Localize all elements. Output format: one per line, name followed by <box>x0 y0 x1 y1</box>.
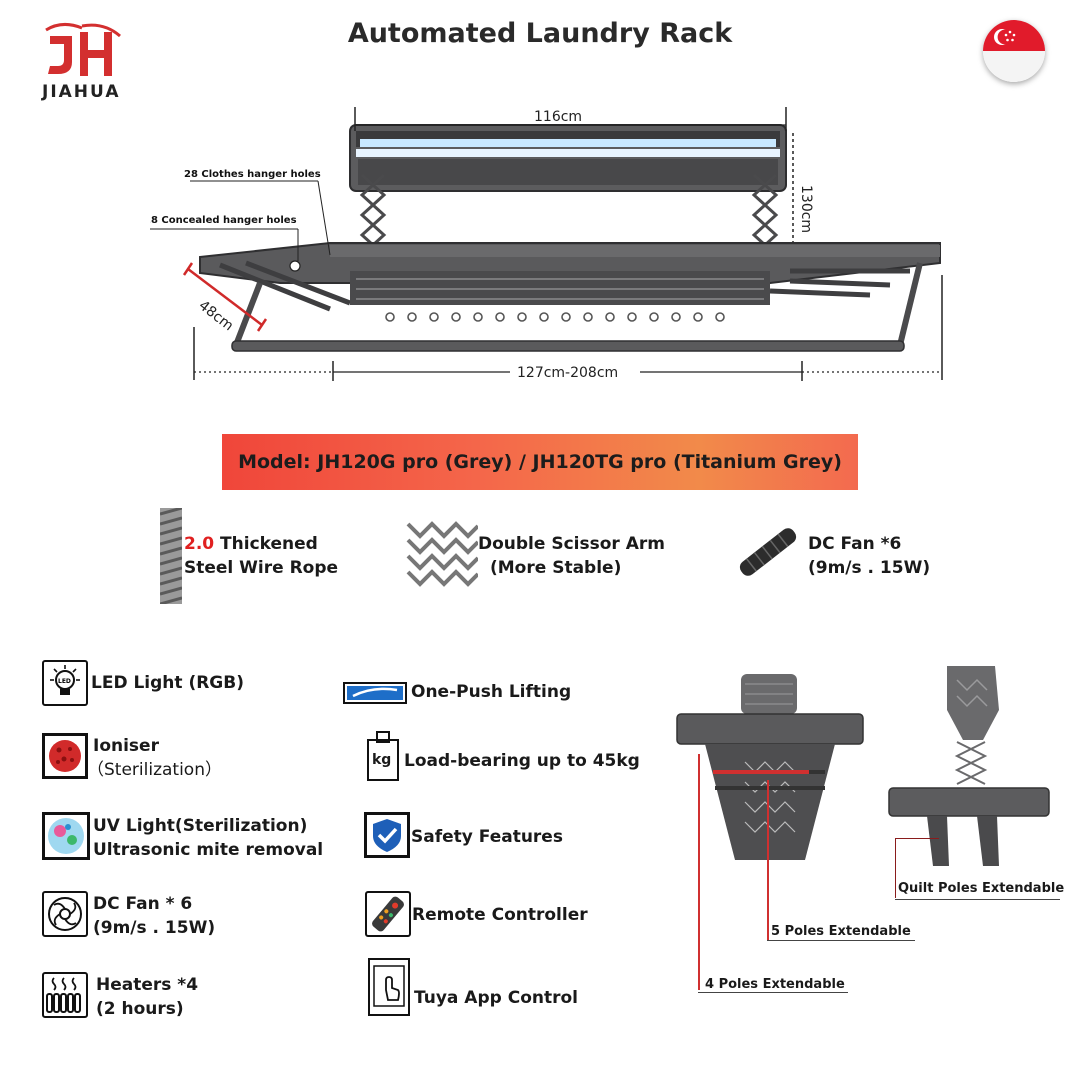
safety-shield-icon <box>364 812 410 858</box>
one-push-lifting-icon <box>343 682 407 704</box>
uv-light-icon <box>42 812 90 860</box>
dc-fan-tube-icon <box>739 528 797 576</box>
ceiling-unit <box>349 124 787 192</box>
laundry-rack-diagram: 130cm 116cm <box>150 107 943 381</box>
scissor-line1: Double Scissor Arm <box>478 534 665 554</box>
rack-side-view <box>888 666 1050 866</box>
extended-width-label: 127cm-208cm <box>517 365 618 381</box>
feature-uv-line2: Ultrasonic mite removal <box>93 840 324 860</box>
scissor-line2: (More Stable) <box>490 558 622 578</box>
feature-ioniser-line1: Ioniser <box>93 736 159 756</box>
heater-icon <box>42 972 88 1018</box>
feature-uv-line1: UV Light(Sterilization) <box>93 816 308 836</box>
feature-uv: UV Light(Sterilization) Ultrasonic mite … <box>93 814 323 862</box>
five-poles-callout: 5 Poles Extendable <box>771 924 911 939</box>
feature-ioniser: Ioniser （Sterilization） <box>87 734 222 782</box>
dc-fan-icon <box>42 891 88 937</box>
fan-line2: (9m/s . 15W) <box>808 558 931 578</box>
feature-heaters-line1: Heaters *4 <box>96 975 199 995</box>
feature-load-label: Load-bearing up to 45kg <box>404 751 640 771</box>
svg-text:LED: LED <box>58 678 71 685</box>
ioniser-icon <box>42 733 88 779</box>
feature-fan-line2: (9m/s . 15W) <box>93 918 216 938</box>
jiahua-logo-icon <box>45 23 121 76</box>
steel-wire-rope-icon <box>160 508 182 604</box>
rack-front-view <box>676 674 864 860</box>
feature-safety-label: Safety Features <box>411 827 563 847</box>
top-width-label: 116cm <box>534 109 582 125</box>
feature-ioniser-line2: （Sterilization） <box>87 760 222 780</box>
rope-thickness: 2.0 <box>184 534 215 554</box>
drying-frame <box>199 242 941 352</box>
singapore-flag-icon <box>983 20 1045 82</box>
concealed-holes-label: 28 Concealed hanger holes <box>150 215 297 226</box>
feature-heaters: Heaters *4 (2 hours) <box>96 973 198 1021</box>
clothes-holes-label: 28 Clothes hanger holes <box>184 169 321 180</box>
scissor-arm-icon <box>406 521 478 587</box>
weight-kg-text: kg <box>372 752 392 768</box>
height-label: 130cm <box>798 185 814 233</box>
model-banner: Model: JH120G pro (Grey) / JH120TG pro (… <box>222 434 858 490</box>
hanger-hooks <box>385 312 725 322</box>
feature-fan: DC Fan * 6 (9m/s . 15W) <box>93 892 215 940</box>
feature-tuya-label: Tuya App Control <box>414 988 578 1008</box>
remote-controller-icon <box>365 891 411 937</box>
feature-lifting-label: One-Push Lifting <box>411 682 572 702</box>
led-bulb-icon: LED <box>42 660 88 706</box>
feature-fan-line1: DC Fan * 6 <box>93 894 193 914</box>
tuya-app-icon <box>368 958 410 1016</box>
four-poles-callout: 4 Poles Extendable <box>705 977 845 992</box>
weight-kg-icon: kg <box>366 730 400 782</box>
rope-line2: Steel Wire Rope <box>184 558 339 578</box>
fan-feature: DC Fan *6 (9m/s . 15W) <box>808 532 930 580</box>
brand-name: JIAHUA <box>42 82 121 102</box>
feature-remote-label: Remote Controller <box>412 905 588 925</box>
rope-feature: 2.0 Thickened Steel Wire Rope <box>184 532 338 580</box>
scissor-feature: Double Scissor Arm (More Stable) <box>478 532 665 580</box>
depth-label: 48cm <box>196 298 237 335</box>
rope-line1: Thickened <box>214 534 318 554</box>
fan-line1: DC Fan *6 <box>808 534 902 554</box>
feature-heaters-line2: (2 hours) <box>96 999 184 1019</box>
feature-led-label: LED Light (RGB) <box>91 673 244 693</box>
quilt-poles-callout: Quilt Poles Extendable <box>898 881 1065 896</box>
page-title: Automated Laundry Rack <box>347 18 733 49</box>
